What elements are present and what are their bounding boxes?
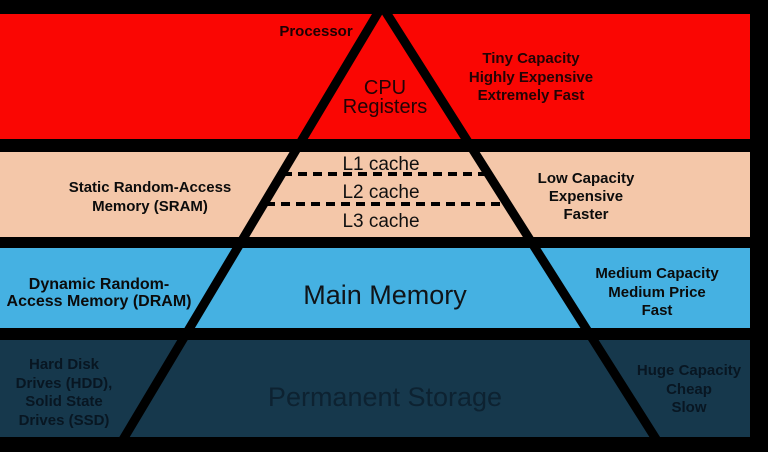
cache-trait-speed: Faster: [563, 206, 609, 223]
l2-cache-label: L2 cache: [342, 182, 420, 203]
l3-cache-label: L3 cache: [342, 211, 420, 232]
dram-label-line1: Dynamic Random-: [28, 276, 170, 293]
processor-traits-label: Tiny Capacity Highly Expensive Extremely…: [469, 50, 593, 106]
sram-cache-band: [0, 152, 750, 237]
cache-trait-capacity: Low Capacity: [537, 170, 635, 187]
hdd-ssd-label-line1: Hard Disk: [28, 356, 100, 373]
cache-traits-label: Low Capacity Expensive Faster: [538, 170, 635, 224]
main-memory-trait-speed: Fast: [641, 302, 673, 319]
dram-label: Dynamic Random- Access Memory (DRAM): [7, 276, 192, 310]
storage-trait-capacity: Huge Capacity: [636, 362, 742, 379]
main-memory-trait-price: Medium Price: [608, 283, 706, 301]
sram-label-line2: Memory (SRAM): [92, 198, 208, 215]
main-memory-trait-capacity: Medium Capacity: [595, 265, 719, 282]
cache-trait-price: Expensive: [548, 188, 624, 205]
dram-label-line2: Access Memory (DRAM): [6, 293, 192, 310]
cpu-registers-line1: CPU: [363, 77, 407, 99]
hdd-ssd-label-line4: Drives (SSD): [18, 411, 110, 429]
dram-main-memory-band: [0, 248, 750, 328]
l1-cache-label: L1 cache: [342, 154, 420, 175]
hdd-ssd-label: Hard Disk Drives (HDD), Solid State Driv…: [16, 356, 113, 430]
main-memory-label: Main Memory: [303, 280, 467, 310]
processor-trait-speed: Extremely Fast: [477, 87, 585, 104]
processor-label: Processor: [279, 23, 353, 40]
cpu-registers-line2: Registers: [342, 96, 428, 118]
sram-label-line1: Static Random-Access: [68, 179, 232, 196]
main-memory-traits-label: Medium Capacity Medium Price Fast: [595, 265, 718, 321]
processor-band: [0, 14, 750, 139]
storage-trait-price: Cheap: [666, 380, 712, 398]
hdd-ssd-label-line3: Solid State: [25, 393, 103, 410]
cpu-registers-label: CPU Registers: [342, 77, 428, 118]
storage-trait-speed: Slow: [671, 399, 707, 416]
hdd-ssd-label-line2: Drives (HDD),: [15, 374, 113, 392]
sram-label: Static Random-Access Memory (SRAM): [69, 178, 232, 216]
processor-trait-capacity: Tiny Capacity: [482, 50, 580, 67]
storage-traits-label: Huge Capacity Cheap Slow: [637, 362, 741, 418]
pyramid-triangle-edges: [110, 0, 670, 452]
permanent-storage-label: Permanent Storage: [267, 382, 503, 412]
processor-trait-price: Highly Expensive: [468, 68, 594, 86]
